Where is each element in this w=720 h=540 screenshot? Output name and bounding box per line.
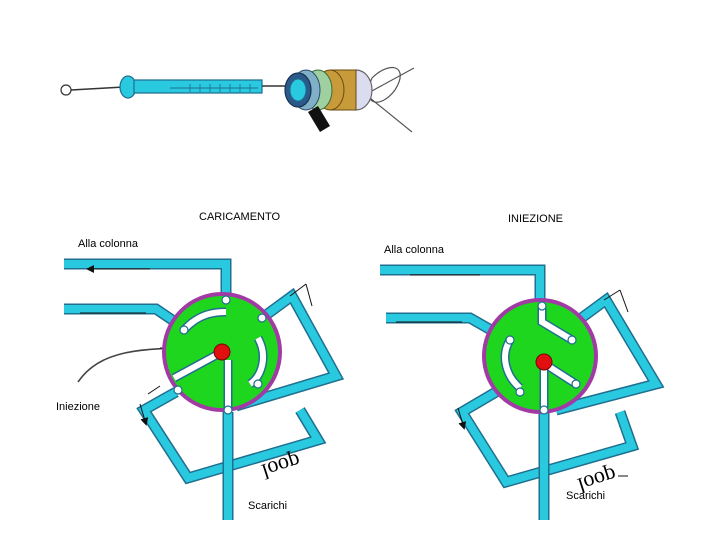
loading-title: CARICAMENTO: [199, 211, 281, 223]
column-label-left: Alla colonna: [78, 238, 139, 250]
loading-valve: [64, 258, 345, 520]
hub-left: [213, 343, 231, 361]
hub-right: [535, 353, 553, 371]
syringe-illustration: [60, 67, 415, 133]
injection-port-label: Iniezione: [56, 401, 100, 413]
waste-label-left: Scarichi: [248, 500, 287, 512]
waste-label-right: Scarichi: [566, 490, 605, 502]
injection-valve: [380, 264, 665, 520]
injection-title: INIEZIONE: [508, 213, 563, 225]
column-label-right: Alla colonna: [384, 244, 445, 256]
